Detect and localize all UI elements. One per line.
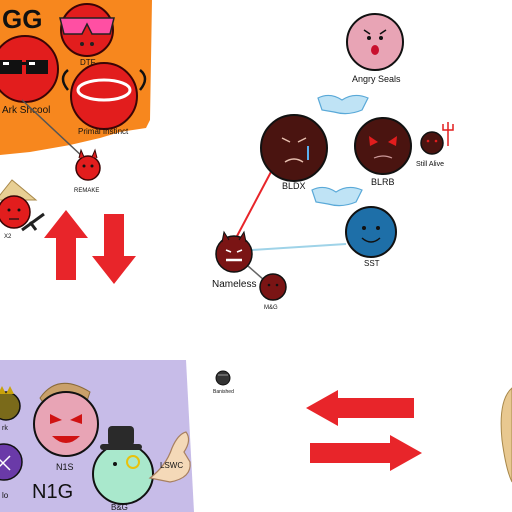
n1s-ball (33, 382, 99, 457)
mbg-label: M&G (264, 305, 278, 311)
banished-label: Banished (213, 389, 234, 395)
remake-ball (75, 148, 101, 181)
partial-olive-ball (0, 386, 21, 421)
devil-horns-icon (78, 148, 98, 159)
group-title: GG (2, 4, 42, 34)
dtf-ball (59, 3, 115, 57)
link-nameless-sst (251, 243, 347, 251)
sst-ball (345, 206, 397, 258)
n1s-label: N1S (56, 462, 74, 472)
ark-school-ball (0, 35, 59, 103)
top-hat-icon (100, 426, 142, 450)
bldx-label: BLDX (282, 181, 306, 191)
blrb-label: BLRB (371, 177, 395, 187)
bg-label: B&G (111, 503, 128, 512)
muscle-arm-icon (148, 431, 191, 483)
down-arrow-icon (92, 214, 136, 284)
banished-ball (215, 370, 231, 386)
partial-label-1: rk (2, 425, 8, 432)
partial-label-2: lo (2, 491, 9, 500)
sst-label: SST (364, 259, 380, 268)
sunglasses-icon (0, 60, 48, 74)
still-alive-label: Still Alive (416, 161, 444, 168)
devil-horns-icon (221, 230, 247, 243)
up-arrow-icon (44, 210, 88, 280)
handshake-icon (317, 94, 369, 115)
muscle-arm-icon (61, 69, 147, 91)
dtf-label: DTF (80, 58, 96, 67)
link-nameless-mbg (247, 265, 265, 281)
x2-label: X2 (4, 234, 12, 240)
ark-school-label: Ark Shcool (2, 105, 50, 116)
x2-ball (0, 179, 45, 232)
blrb-ball (354, 117, 412, 175)
partial-purple-ball (0, 443, 23, 481)
angry-seals-label: Angry Seals (352, 74, 401, 84)
primal-instinct-label: Primal Instinct (78, 127, 129, 136)
sunglasses-icon (59, 17, 115, 35)
link-remake (21, 99, 85, 159)
bldx-ball (260, 114, 328, 182)
nameless-label: Nameless (212, 279, 256, 290)
mbg-ball (259, 273, 287, 301)
angry-seals-ball (346, 13, 404, 71)
still-alive-ball (420, 122, 454, 155)
remake-label: REMAKE (74, 188, 99, 194)
handshake-icon (311, 186, 363, 207)
bg-ball (92, 426, 154, 505)
trident-icon (442, 122, 454, 146)
monocle-icon (126, 455, 140, 469)
link-bldx-nameless (235, 169, 273, 239)
lswc-label: LSWC (160, 461, 183, 470)
crown-icon (0, 386, 14, 394)
partial-cap-ball (500, 387, 512, 483)
right-arrow-icon (310, 435, 422, 471)
n1g-label: N1G (32, 481, 73, 503)
primal-instinct-ball (61, 62, 147, 130)
nameless-ball (215, 230, 253, 273)
left-arrow-icon (306, 390, 414, 426)
